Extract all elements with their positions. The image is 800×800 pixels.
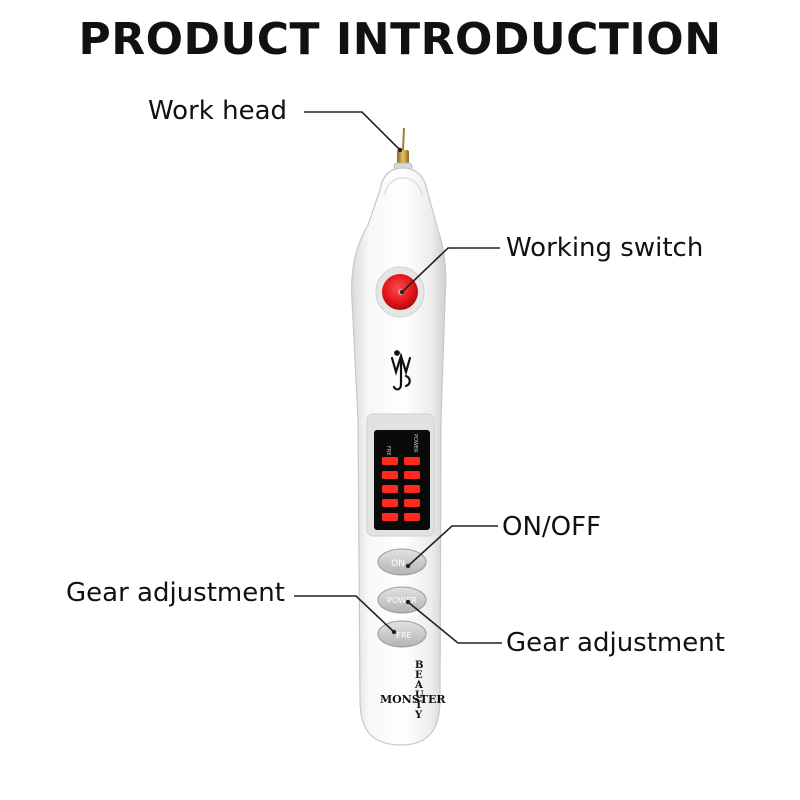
led-bar-power-2 [404,471,420,479]
led-bar-fre-4 [382,499,398,507]
led-bar-fre-1 [382,457,398,465]
led-bar-fre-2 [382,471,398,479]
led-level-bars [382,457,420,521]
callout-working-switch-label: Working switch [506,233,704,263]
callout-work-head-label: Work head [148,96,288,126]
led-bar-power-1 [404,457,420,465]
leader-on-off [407,525,498,567]
led-bar-power-5 [404,513,420,521]
on-off-button-label: ON [391,559,405,569]
leader-work-head [304,111,401,151]
leader-gear-left [294,595,395,633]
led-bar-power-4 [404,499,420,507]
callout-gear-adjustment-left-label: Gear adjustment [66,578,285,608]
power-gear-button[interactable]: POWER [377,586,427,614]
callout-on-off-label: ON/OFF [502,512,602,542]
leader-working-switch [401,247,500,293]
callout-gear-adjustment-right-label: Gear adjustment [506,628,725,658]
callout-leader-lines [294,111,502,644]
on-off-button[interactable]: ON [377,548,427,576]
work-head-tip [393,127,413,172]
leader-gear-right [407,601,502,644]
leader-endpoints [391,147,411,635]
power-button-label: POWER [387,596,417,605]
brand-monster: MONSTER [380,693,446,706]
led-bar-fre-3 [382,485,398,493]
fre-gear-button[interactable]: FRE [377,620,427,648]
display-label-power: POWER [412,434,418,453]
brand-logo-mark [390,350,412,391]
fre-button-label: FRE [396,631,411,640]
page-title: PRODUCT INTRODUCTION [78,14,722,65]
led-bar-fre-5 [382,513,398,521]
led-bar-power-3 [404,485,420,493]
display-label-fre: FRE [385,446,391,456]
